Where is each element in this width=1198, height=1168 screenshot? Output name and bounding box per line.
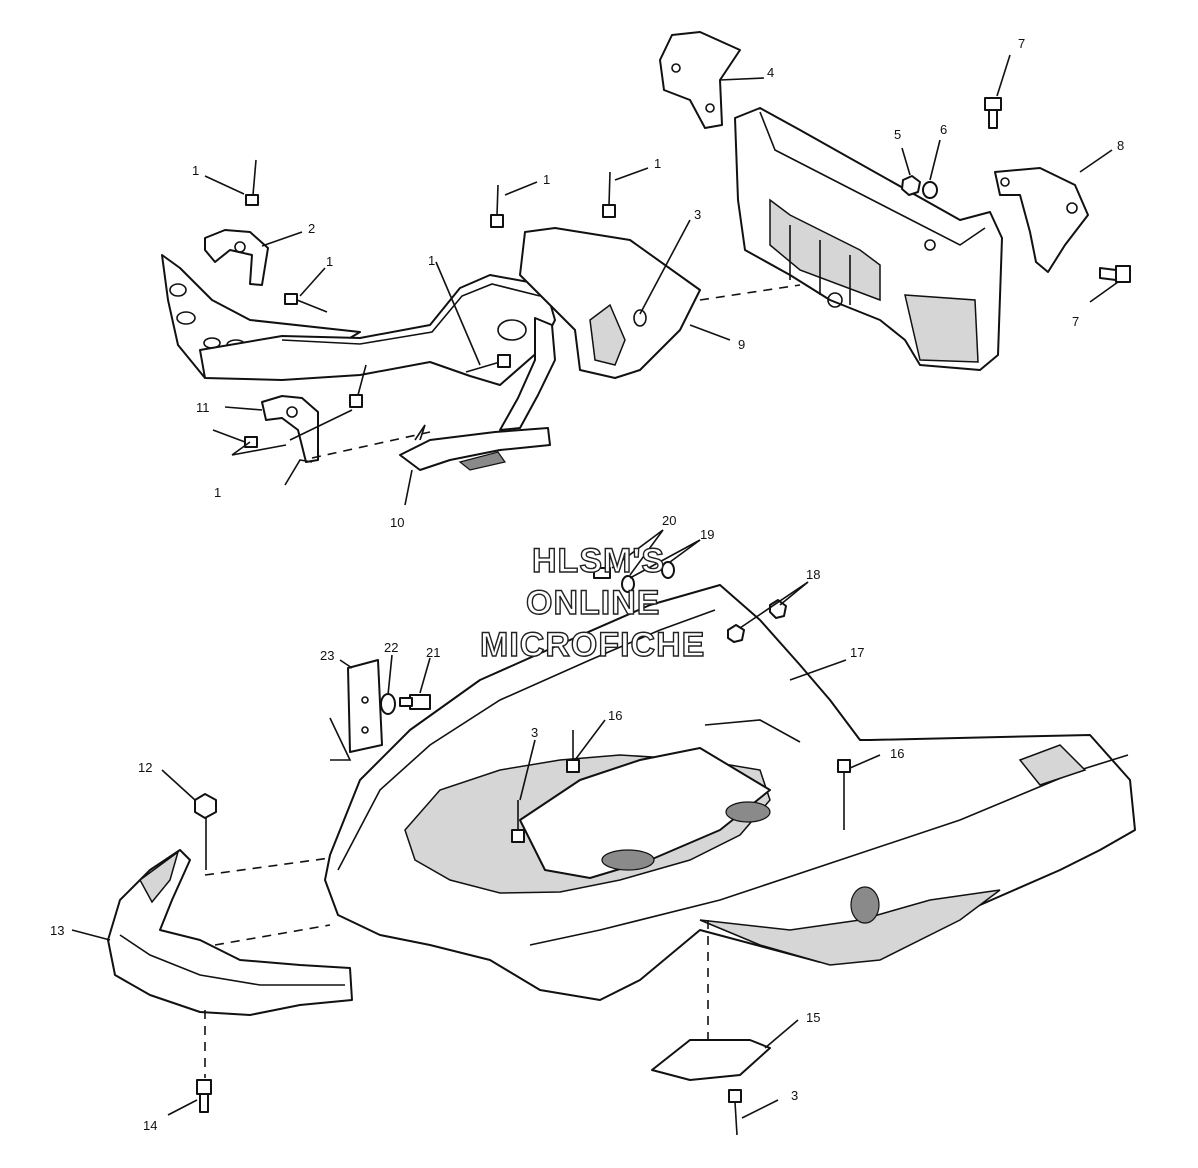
washer-6: [922, 181, 938, 199]
rivet-3-bottom: [728, 1089, 742, 1103]
callout-label: 9: [738, 337, 745, 352]
bolt-14: [196, 1079, 212, 1095]
callout-label: 20: [662, 513, 676, 528]
callout-label: 14: [143, 1118, 157, 1133]
rivets-1: [212, 159, 616, 448]
callout-label: 6: [940, 122, 947, 137]
callout-label: 1: [654, 156, 661, 171]
watermark-line-2: ONLINE: [526, 584, 660, 622]
callout-label: 1: [192, 163, 199, 178]
callout-label: 3: [694, 207, 701, 222]
nut-12: [194, 793, 217, 819]
callout-label: 15: [806, 1010, 820, 1025]
callout-labels: 1 2 1 1 1 1 11 1 10 3 9 4 5 6 7 8 7 20 1…: [50, 36, 1124, 1133]
watermark-line-1: HLSM'S: [532, 542, 665, 580]
callout-label: 12: [138, 760, 152, 775]
leader-lines: [71, 54, 1119, 1119]
callout-label: 21: [426, 645, 440, 660]
rear-bulkhead: [734, 107, 1003, 371]
plate-23: [347, 659, 383, 753]
callout-label: 4: [767, 65, 774, 80]
bolt-7-top: [984, 97, 1002, 111]
bolt-7-side: [1115, 265, 1131, 283]
callout-label: 1: [543, 172, 550, 187]
skid-plate-15: [651, 1039, 771, 1081]
washer-22: [380, 693, 396, 715]
bracket-2: [204, 229, 269, 286]
callout-label: 17: [850, 645, 864, 660]
callout-label: 1: [214, 485, 221, 500]
front-bumper-13: [107, 849, 353, 1016]
callout-label: 2: [308, 221, 315, 236]
callout-label: 7: [1072, 314, 1079, 329]
callout-label: 3: [791, 1088, 798, 1103]
callout-label: 22: [384, 640, 398, 655]
front-frame-rail: [161, 254, 556, 471]
callout-label: 10: [390, 515, 404, 530]
callout-label: 1: [428, 253, 435, 268]
callout-label: 13: [50, 923, 64, 938]
bulkhead-bracket-9: [519, 227, 701, 379]
callout-label: 11: [196, 400, 210, 415]
callout-label: 18: [806, 567, 820, 582]
bracket-4: [659, 31, 741, 129]
callout-label: 1: [326, 254, 333, 269]
nut-5: [901, 175, 921, 196]
callout-label: 19: [700, 527, 714, 542]
callout-label: 5: [894, 127, 901, 142]
watermark: HLSM'S ONLINE MICROFICHE: [479, 541, 705, 664]
callout-label: 7: [1018, 36, 1025, 51]
bracket-11: [261, 395, 319, 463]
callout-label: 16: [608, 708, 622, 723]
callout-label: 8: [1117, 138, 1124, 153]
belly-pan-17: [324, 584, 1136, 1001]
callout-label: 23: [320, 648, 334, 663]
callout-label: 16: [890, 746, 904, 761]
callout-label: 3: [531, 725, 538, 740]
bracket-8: [994, 167, 1089, 273]
watermark-line-3: MICROFICHE: [480, 626, 705, 664]
